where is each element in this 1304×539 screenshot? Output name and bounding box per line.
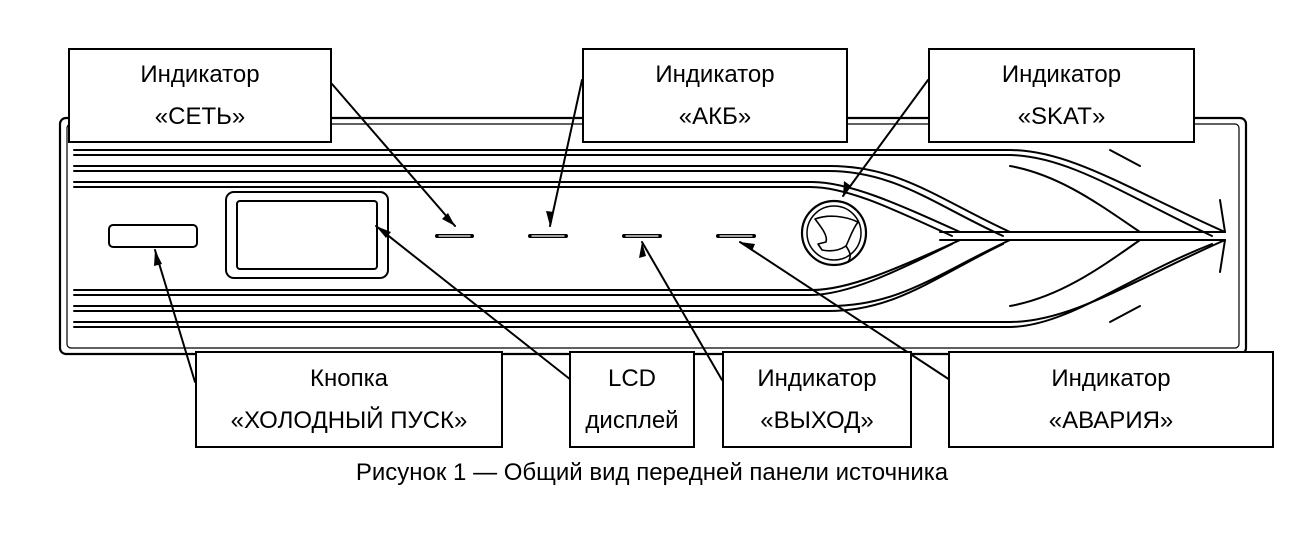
callout-alarm-line1: Индикатор: [1051, 364, 1171, 392]
callout-skat-line2: «SKAT»: [1017, 102, 1106, 130]
callout-output-line1: Индикатор: [757, 364, 877, 392]
callout-akb-indicator: Индикатор «АКБ»: [582, 48, 848, 143]
bottom-grooves: [73, 239, 1011, 328]
lcd-display-bezel: [225, 191, 389, 279]
callout-cold-start-line1: Кнопка: [310, 364, 388, 392]
callout-set-line2: «СЕТЬ»: [154, 102, 246, 130]
top-grooves: [73, 149, 1011, 237]
callout-set-indicator: Индикатор «СЕТЬ»: [68, 48, 332, 143]
figure-caption: Рисунок 1 — Общий вид передней панели ис…: [355, 459, 949, 486]
callout-akb-line1: Индикатор: [655, 60, 775, 88]
callout-lcd-line2: дисплей: [585, 406, 679, 434]
leader-arrowheads: [154, 181, 851, 266]
callout-set-line1: Индикатор: [140, 60, 260, 88]
callout-output-indicator: Индикатор «ВЫХОД»: [722, 351, 912, 448]
panel-chevron-strokes: [939, 149, 1226, 328]
lcd-display-screen: [236, 200, 378, 270]
callout-akb-line2: «АКБ»: [678, 102, 752, 130]
callout-cold-start-line2: «ХОЛОДНЫЙ ПУСК»: [230, 406, 468, 434]
callout-lcd-display: LCD дисплей: [569, 351, 695, 448]
callout-alarm-line2: «АВАРИЯ»: [1048, 406, 1174, 434]
skat-logo-icon: [800, 199, 868, 267]
leader-lines: [154, 79, 951, 383]
callout-lcd-line1: LCD: [607, 364, 656, 392]
callout-alarm-indicator: Индикатор «АВАРИЯ»: [948, 351, 1274, 448]
callout-skat-line1: Индикатор: [1001, 60, 1122, 88]
callout-output-line2: «ВЫХОД»: [760, 406, 874, 434]
callout-skat-indicator: Индикатор «SKAT»: [928, 48, 1195, 143]
callout-cold-start-button: Кнопка «ХОЛОДНЫЙ ПУСК»: [195, 351, 503, 448]
cold-start-button-shape: [108, 224, 198, 248]
